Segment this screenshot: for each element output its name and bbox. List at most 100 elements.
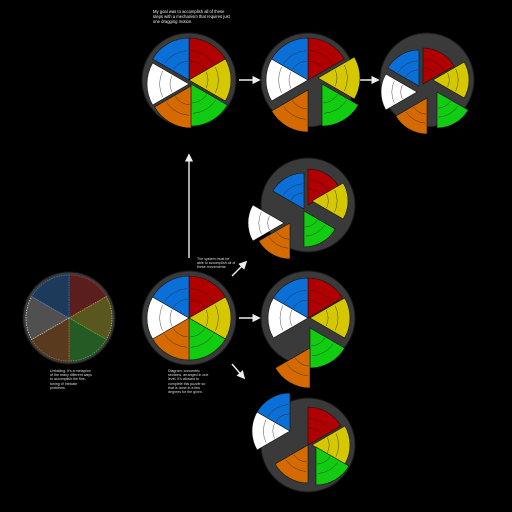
- segment-groove: [292, 60, 307, 70]
- segment-groove: [309, 299, 324, 309]
- segment-groove: [309, 427, 323, 436]
- segment-groove: [169, 309, 173, 327]
- wheel-unfolding: [22, 271, 116, 365]
- segment-groove: [215, 67, 219, 93]
- segment-groove: [164, 288, 187, 302]
- wheel-segment: [68, 274, 107, 319]
- wheel-segment: [380, 73, 418, 111]
- segment-groove: [205, 309, 209, 327]
- segment-groove: [447, 72, 450, 88]
- wheel-segment: [188, 58, 232, 102]
- wheels-layer: [22, 32, 475, 493]
- segment-groove: [164, 334, 187, 348]
- wheel-segment: [271, 37, 309, 81]
- left-note: Unfolding: It's a metaphor of the many d…: [50, 369, 92, 390]
- segment-groove: [282, 183, 303, 196]
- wheel-segment: [307, 406, 342, 446]
- wheel-segment: [154, 85, 192, 129]
- segment-groove: [424, 67, 437, 76]
- wheel-segment: [274, 444, 309, 484]
- segment-groove: [335, 433, 339, 457]
- segment-groove: [334, 189, 338, 213]
- segment-groove: [327, 437, 330, 453]
- arrow-to-branch-down: [231, 363, 246, 380]
- arrow-to-branch-up: [231, 260, 248, 277]
- segment-groove: [215, 305, 219, 331]
- segment-groove: [323, 94, 338, 104]
- wheel-segment: [395, 97, 428, 135]
- segment-groove: [268, 236, 289, 249]
- segment-groove: [310, 50, 333, 64]
- segment-groove: [438, 105, 459, 118]
- segment-groove: [294, 357, 309, 367]
- segment-groove: [317, 461, 339, 474]
- arrows-layer: [184, 75, 380, 380]
- wheel-segment: [188, 296, 232, 340]
- segment-groove: [272, 423, 275, 439]
- segment-groove: [285, 459, 307, 472]
- wheel-segment: [247, 204, 285, 242]
- wheel-segment: [265, 58, 309, 102]
- segment-groove: [324, 100, 347, 114]
- wheel-segment: [190, 83, 228, 127]
- segment-groove: [190, 328, 205, 338]
- wheel-start: [141, 270, 237, 366]
- wheel-segment: [152, 37, 190, 81]
- wheel-segment: [68, 296, 113, 340]
- segment-groove: [289, 310, 293, 326]
- segment-groove: [309, 418, 331, 431]
- segment-groove: [258, 211, 262, 235]
- segment-groove: [190, 298, 205, 308]
- segment-groove: [159, 305, 163, 331]
- segment-groove: [309, 60, 324, 70]
- wheel-segment: [31, 274, 70, 319]
- segment-groove: [267, 215, 270, 231]
- wheel-segment: [152, 275, 190, 319]
- wheel-segment: [31, 317, 70, 362]
- wheel-branch-up: [247, 157, 356, 260]
- segment-groove: [405, 69, 418, 78]
- segment-groove: [166, 102, 189, 116]
- segment-groove: [275, 413, 289, 422]
- wheel-segment: [188, 37, 226, 81]
- center-note: Diagram: concentric sections, arranged i…: [168, 369, 209, 395]
- segment-groove: [191, 334, 214, 348]
- wheel-segment: [321, 83, 359, 127]
- segment-groove: [263, 419, 267, 443]
- segment-groove: [283, 106, 306, 120]
- segment-groove: [175, 96, 190, 106]
- wheel-segment: [272, 172, 305, 210]
- wheel-segment: [188, 275, 226, 319]
- segment-groove: [290, 192, 303, 201]
- segment-groove: [400, 84, 403, 100]
- wheel-segment: [146, 296, 190, 340]
- segment-groove: [305, 224, 326, 237]
- segment-groove: [344, 65, 348, 91]
- segment-groove: [173, 328, 188, 338]
- segment-groove: [292, 299, 307, 309]
- segment-groove: [278, 67, 282, 93]
- segment-groove: [424, 58, 445, 71]
- wheel-segment: [256, 392, 291, 432]
- wheel-step-up-2: [260, 32, 361, 133]
- segment-groove: [455, 68, 459, 92]
- top-note: My goal was to accomplish all of these s…: [153, 9, 230, 24]
- segment-groove: [405, 111, 426, 124]
- segment-groove: [191, 288, 214, 302]
- segment-groove: [311, 337, 326, 347]
- wheel-segment: [274, 347, 311, 389]
- wheel-step-up-3: [379, 32, 475, 135]
- wheel-segment: [436, 91, 469, 129]
- segment-groove: [169, 75, 173, 93]
- wheel-segment: [317, 56, 361, 100]
- segment-groove: [192, 94, 207, 104]
- wheel-segment: [68, 317, 107, 362]
- wheel-step-up-1: [141, 32, 237, 129]
- wheel-segment: [315, 446, 350, 486]
- segment-groove: [276, 231, 289, 240]
- wheel-segment: [307, 37, 345, 81]
- segment-groove: [279, 305, 284, 331]
- segment-groove: [293, 454, 307, 463]
